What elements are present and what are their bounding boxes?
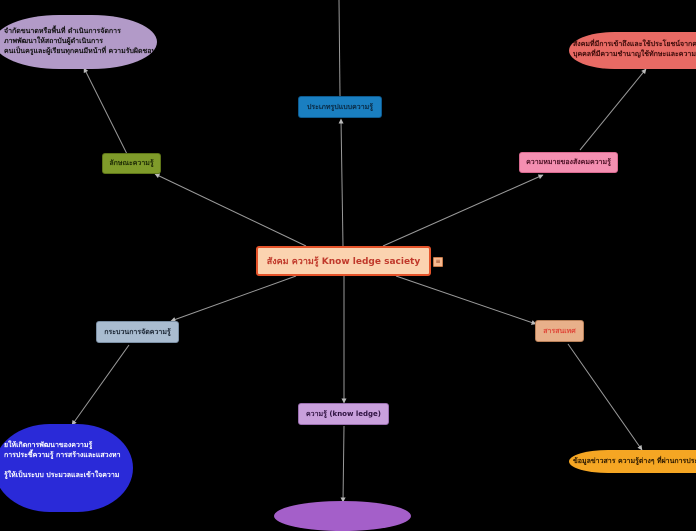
callout-knowledge[interactable] [274,501,411,531]
edge-knowledge-callout [340,425,346,503]
edge-center-types [338,118,344,247]
edge-center-information [395,275,537,325]
callout-information-line-1: ข้อมูลข่าวสาร ความรู้ต่างๆ ที่ผ่านการประ… [573,457,696,465]
callout-management-line-1: ยให้เกิดการพัฒนาของความรู้ [4,441,93,449]
edge-information-callout [567,343,643,451]
node-meaning[interactable]: ความหมายของสังคมความรู้ [519,152,618,173]
edge-center-management [170,275,297,322]
node-knowledge-label: ความรู้ (know ledge) [305,409,382,418]
callout-characteristics-line-2: ภาพพัฒนาให้สถาบันผู้ดำเนินการ [4,37,103,45]
edge-center-meaning [382,174,544,247]
callout-information[interactable]: ข้อมูลข่าวสาร ความรู้ต่างๆ ที่ผ่านการประ… [569,450,696,473]
callout-characteristics-line-1: จำกัดขนาดหรือพื้นที่ ดำเนินการจัดการ [4,27,121,35]
callout-characteristics-line-3: คนเป็นครูและผู้เรียนทุกคนมีหน้าที่ ความร… [4,47,156,55]
node-characteristics[interactable]: ลักษณะความรู้ [102,153,161,174]
callout-management-line-4: รู้ให้เป็นระบบ ประมวลและเข้าใจความ [4,471,120,479]
node-knowledge[interactable]: ความรู้ (know ledge) [298,403,389,425]
node-types[interactable]: ประเภทรูปแบบความรู้ [298,96,382,118]
callout-meaning[interactable]: สังคมที่มีการเข้าถึงและใช้ประโยชน์จากควา… [569,32,696,69]
node-characteristics-label: ลักษณะความรู้ [109,159,154,167]
edge-management-callout [71,344,130,426]
edge-meaning-callout [579,68,647,151]
callout-meaning-line-1: สังคมที่มีการเข้าถึงและใช้ประโยชน์จากควา… [573,40,696,48]
callout-management[interactable]: ยให้เกิดการพัฒนาของความรู้ การประชี้ความ… [0,424,133,512]
node-meaning-label: ความหมายของสังคมความรู้ [526,158,611,166]
edge-types-up [338,0,341,97]
callout-management-line-2: การประชี้ความรู้ การสร้างและแสวงหา [4,451,121,459]
note-icon[interactable]: ≡ [433,257,443,267]
central-topic-label: สังคม ความรู้ Know ledge saciety [266,257,421,267]
edge-center-characteristics [154,173,307,247]
callout-meaning-line-2: บุคคลที่มีความชำนาญใช้ทักษะและความรู้ [573,50,696,58]
callout-characteristics[interactable]: จำกัดขนาดหรือพื้นที่ ดำเนินการจัดการ ภาพ… [0,15,157,69]
central-topic[interactable]: สังคม ความรู้ Know ledge saciety [256,246,431,276]
node-management-label: กระบวนการจัดความรู้ [104,327,171,336]
node-management[interactable]: กระบวนการจัดความรู้ [96,321,179,343]
node-information[interactable]: สารสนเทศ [535,320,584,342]
node-types-label: ประเภทรูปแบบความรู้ [306,102,374,111]
callout-management-line-3: ​ [4,460,123,470]
edge-characteristics-callout [83,67,128,155]
connector-lines [71,0,647,503]
node-information-label: สารสนเทศ [543,326,576,335]
